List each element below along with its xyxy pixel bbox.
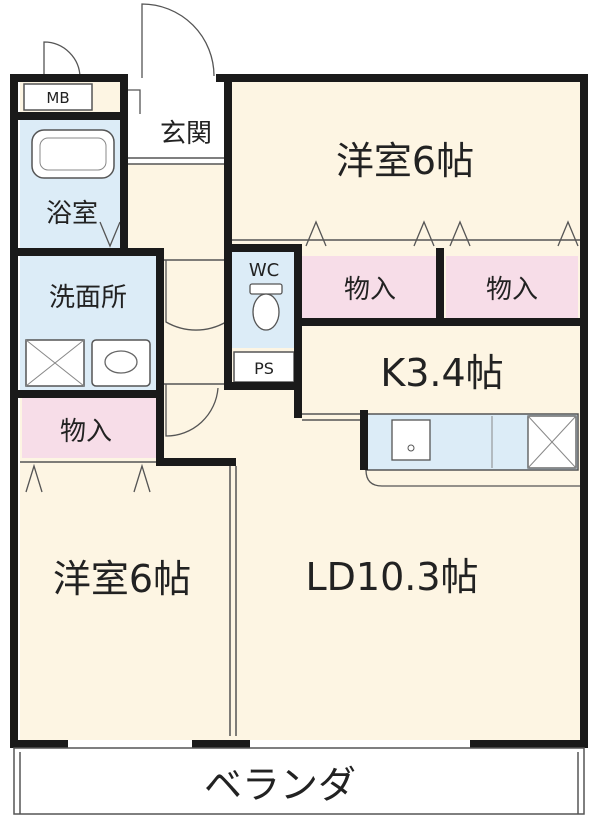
- interior-lines: [20, 157, 580, 736]
- door-swings: [43, 3, 227, 437]
- storage-b-area: [446, 256, 578, 318]
- bathtub: [31, 129, 115, 179]
- yoshitsu-top-label: 洋室6帖: [336, 139, 474, 183]
- stove-x2: [527, 415, 577, 469]
- ld-label: LD10.3帖: [305, 555, 478, 599]
- storage-left-label: 物入: [60, 417, 112, 447]
- counter-edge: [365, 469, 580, 487]
- wc-label: WC: [249, 260, 279, 281]
- yoshitsu-left-label: 洋室6帖: [53, 557, 191, 601]
- genkan-label: 玄関: [160, 119, 212, 149]
- washroom-label: 洗面所: [49, 283, 127, 313]
- veranda-label: ベランダ: [204, 763, 356, 807]
- bathtub-inner: [39, 137, 107, 171]
- walls: [10, 74, 588, 748]
- storage-a-area: [302, 256, 438, 318]
- kitchen-sink: [391, 419, 431, 461]
- veranda-outline: [13, 747, 585, 815]
- ps-box: [233, 351, 295, 383]
- storage-a-label: 物入: [344, 275, 396, 305]
- mb-label: MB: [46, 89, 69, 107]
- wash-basin: [91, 339, 151, 387]
- toilet-bowl: [252, 293, 280, 331]
- washer-pan-x2: [25, 339, 85, 387]
- storage-b-label: 物入: [486, 275, 538, 305]
- wash-basin-bowl: [104, 350, 138, 374]
- genkan-floor: [124, 78, 230, 164]
- storage-left-area: [22, 398, 156, 458]
- mb-box: [23, 83, 93, 111]
- ps-label: PS: [254, 359, 274, 378]
- bath-label: 浴室: [46, 199, 98, 229]
- kitchen-label: K3.4帖: [380, 351, 503, 395]
- kitchen-sink-drain: [407, 444, 415, 452]
- closet-marks: [25, 220, 579, 493]
- toilet-tank: [249, 283, 283, 295]
